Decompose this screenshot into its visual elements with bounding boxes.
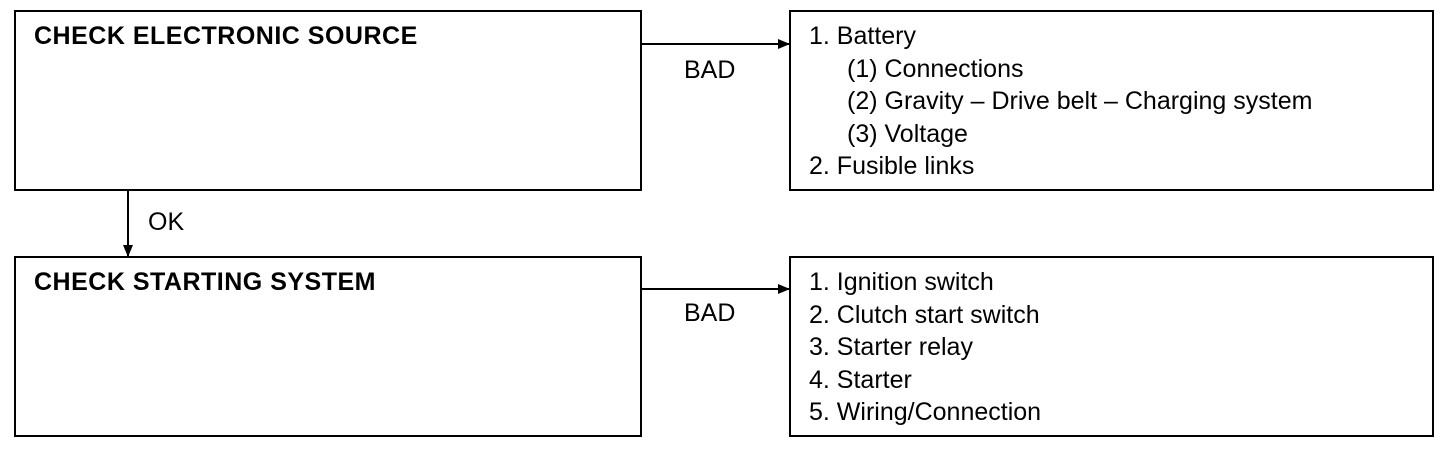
bad-label-2: BAD	[684, 299, 736, 327]
check-electronic-source-title: CHECK ELECTRONIC SOURCE	[34, 22, 418, 50]
starting-system-causes-box: 1. Ignition switch 2. Clutch start switc…	[789, 256, 1434, 437]
ok-label: OK	[148, 208, 185, 236]
cause-item: 4. Starter	[809, 365, 912, 394]
starting-system-causes-list: 1. Ignition switch 2. Clutch start switc…	[809, 266, 1041, 429]
cause-item: 2. Clutch start switch	[809, 300, 1040, 329]
check-electronic-source-box: CHECK ELECTRONIC SOURCE	[14, 10, 642, 191]
check-starting-system-box: CHECK STARTING SYSTEM	[14, 256, 642, 437]
cause-item: 3. Starter relay	[809, 333, 973, 361]
cause-item: 1. Ignition switch	[809, 268, 994, 296]
bad-label-1: BAD	[684, 56, 736, 84]
cause-item: 5. Wiring/Connection	[809, 398, 1042, 426]
check-starting-system-title: CHECK STARTING SYSTEM	[34, 268, 376, 296]
cause-item: 2. Fusible links	[809, 152, 975, 180]
cause-subitem: (1) Connections	[847, 54, 1024, 83]
electronic-source-causes-list: 1. Battery (1) Connections (2) Gravity –…	[809, 20, 1312, 183]
cause-subitem: (3) Voltage	[847, 119, 968, 148]
cause-subitem: (2) Gravity – Drive belt – Charging syst…	[847, 87, 1313, 115]
cause-item: 1. Battery	[809, 22, 916, 50]
electronic-source-causes-box: 1. Battery (1) Connections (2) Gravity –…	[789, 10, 1434, 191]
